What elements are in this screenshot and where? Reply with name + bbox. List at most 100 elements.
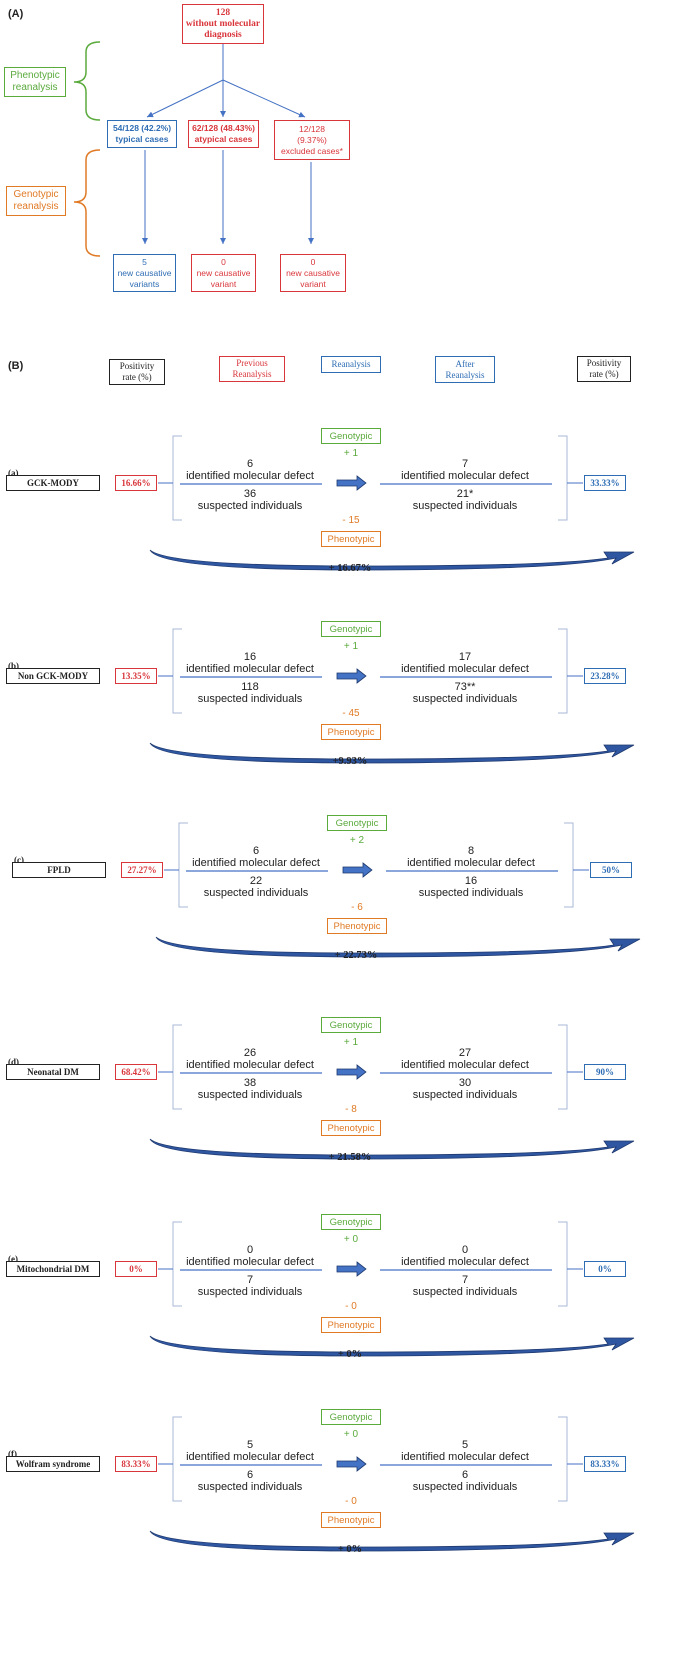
row-before-identified: 0 — [246, 1244, 254, 1256]
row-before-identified: 6 — [252, 845, 260, 857]
header-previous-reanalysis: Previous Reanalysis — [219, 356, 285, 382]
branch-excluded — [222, 79, 306, 118]
row-connectors — [149, 628, 635, 764]
right-bracket — [558, 1416, 568, 1502]
row-tag: (a) — [8, 468, 19, 478]
row-diagnosis-name: Wolfram syndrome — [6, 1456, 100, 1472]
branch-typical — [146, 79, 224, 118]
row-before-identified-label: identified molecular defect — [186, 1256, 314, 1268]
row-after-rate: 50% — [590, 862, 632, 878]
gain-curved-arrow — [149, 1530, 635, 1552]
row-gain-value: + 0% — [337, 1349, 363, 1360]
row-genotypic-delta: + 0 — [343, 1429, 359, 1440]
row-gain-value: + 0% — [337, 1544, 363, 1555]
row-before-suspected: 7 — [246, 1274, 254, 1286]
typical-cases-box: 54/128 (42.2%) typical cases — [107, 120, 177, 148]
row-before-suspected: 22 — [249, 875, 263, 887]
genotypic-reanalysis-label: Genotypic reanalysis — [6, 186, 66, 216]
row-genotypic-delta: + 1 — [343, 448, 359, 459]
row-before-suspected-label: suspected individuals — [197, 1286, 303, 1298]
row-after-suspected-label: suspected individuals — [412, 500, 518, 512]
block-arrow — [336, 668, 367, 684]
row-before-suspected-label: suspected individuals — [197, 1481, 303, 1493]
row-phenotypic-delta: - 45 — [342, 708, 360, 719]
row-after-suspected-label: suspected individuals — [412, 1481, 518, 1493]
block-arrow — [336, 1261, 367, 1277]
row-diagnosis-name: GCK-MODY — [6, 475, 100, 491]
row-genotypic-delta: + 1 — [343, 1037, 359, 1048]
row-diagnosis-name: Non GCK-MODY — [6, 668, 100, 684]
row-after-identified-label: identified molecular defect — [401, 1451, 529, 1463]
row-after-suspected: 73** — [454, 681, 476, 693]
row-tag: (d) — [8, 1057, 19, 1067]
right-bracket — [564, 822, 574, 908]
row-after-suspected-label: suspected individuals — [412, 1089, 518, 1101]
row-gain-value: + 22.73% — [334, 950, 378, 961]
left-bracket — [178, 822, 188, 908]
row-connectors — [149, 435, 635, 571]
phenotypic-brace — [73, 41, 101, 121]
row-tag: (b) — [8, 661, 19, 671]
row-after-rate: 83.33% — [584, 1456, 626, 1472]
right-bracket — [558, 628, 568, 714]
panel-a-tag: (A) — [8, 8, 24, 20]
total-undiagnosed-box: 128 without molecular diagnosis — [182, 4, 264, 44]
row-genotypic-label: Genotypic — [321, 1017, 381, 1033]
row-before-suspected: 36 — [243, 488, 257, 500]
block-arrow — [336, 1456, 367, 1472]
row-genotypic-label: Genotypic — [321, 1214, 381, 1230]
row-gain-value: + 16.67% — [328, 563, 372, 574]
row-phenotypic-delta: - 0 — [345, 1496, 357, 1507]
row-before-identified-label: identified molecular defect — [186, 470, 314, 482]
typical-new-variants-box: 5 new causative variants — [113, 254, 176, 292]
row-phenotypic-label: Phenotypic — [321, 1120, 381, 1136]
row-after-rate: 33.33% — [584, 475, 626, 491]
row-before-rate: 13.35% — [115, 668, 157, 684]
phenotypic-reanalysis-label: Phenotypic reanalysis — [4, 67, 66, 97]
header-reanalysis: Reanalysis — [321, 356, 381, 373]
row-before-identified: 6 — [246, 458, 254, 470]
row-phenotypic-label: Phenotypic — [327, 918, 387, 934]
row-after-suspected-label: suspected individuals — [418, 887, 524, 899]
row-before-identified: 16 — [243, 651, 257, 663]
panel-b-tag: (B) — [8, 360, 24, 372]
row-phenotypic-delta: - 6 — [351, 902, 363, 913]
row-before-suspected: 38 — [243, 1077, 257, 1089]
row-after-suspected: 21* — [456, 488, 474, 500]
left-bracket — [172, 628, 182, 714]
row-after-identified-label: identified molecular defect — [401, 470, 529, 482]
row-before-suspected-label: suspected individuals — [197, 500, 303, 512]
right-bracket — [558, 1221, 568, 1307]
header-positivity-left: Positivity rate (%) — [109, 359, 165, 385]
row-after-rate: 0% — [584, 1261, 626, 1277]
row-phenotypic-delta: - 0 — [345, 1301, 357, 1312]
row-genotypic-label: Genotypic — [327, 815, 387, 831]
row-genotypic-label: Genotypic — [321, 1409, 381, 1425]
row-phenotypic-delta: - 8 — [345, 1104, 357, 1115]
row-before-identified: 5 — [246, 1439, 254, 1451]
excluded-cases-box: 12/128 (9.37%) excluded cases* — [274, 120, 350, 160]
atypical-new-variants-box: 0 new causative variant — [191, 254, 256, 292]
row-after-rate: 90% — [584, 1064, 626, 1080]
row-phenotypic-label: Phenotypic — [321, 531, 381, 547]
row-diagnosis-name: Neonatal DM — [6, 1064, 100, 1080]
row-genotypic-delta: + 0 — [343, 1234, 359, 1245]
row-connectors — [155, 822, 641, 958]
row-before-identified-label: identified molecular defect — [192, 857, 320, 869]
row-genotypic-delta: + 2 — [349, 835, 365, 846]
row-phenotypic-label: Phenotypic — [321, 1512, 381, 1528]
right-bracket — [558, 1024, 568, 1110]
left-bracket — [172, 435, 182, 521]
row-before-suspected-label: suspected individuals — [203, 887, 309, 899]
genotypic-brace — [73, 149, 101, 257]
row-before-rate: 68.42% — [115, 1064, 157, 1080]
gain-curved-arrow — [149, 1335, 635, 1357]
row-after-rate: 23.28% — [584, 668, 626, 684]
row-connectors — [149, 1221, 635, 1357]
row-before-suspected: 6 — [246, 1469, 254, 1481]
row-before-identified-label: identified molecular defect — [186, 1059, 314, 1071]
gain-curved-arrow — [149, 1138, 635, 1160]
gain-curved-arrow — [155, 936, 641, 958]
left-bracket — [172, 1024, 182, 1110]
row-before-rate: 0% — [115, 1261, 157, 1277]
